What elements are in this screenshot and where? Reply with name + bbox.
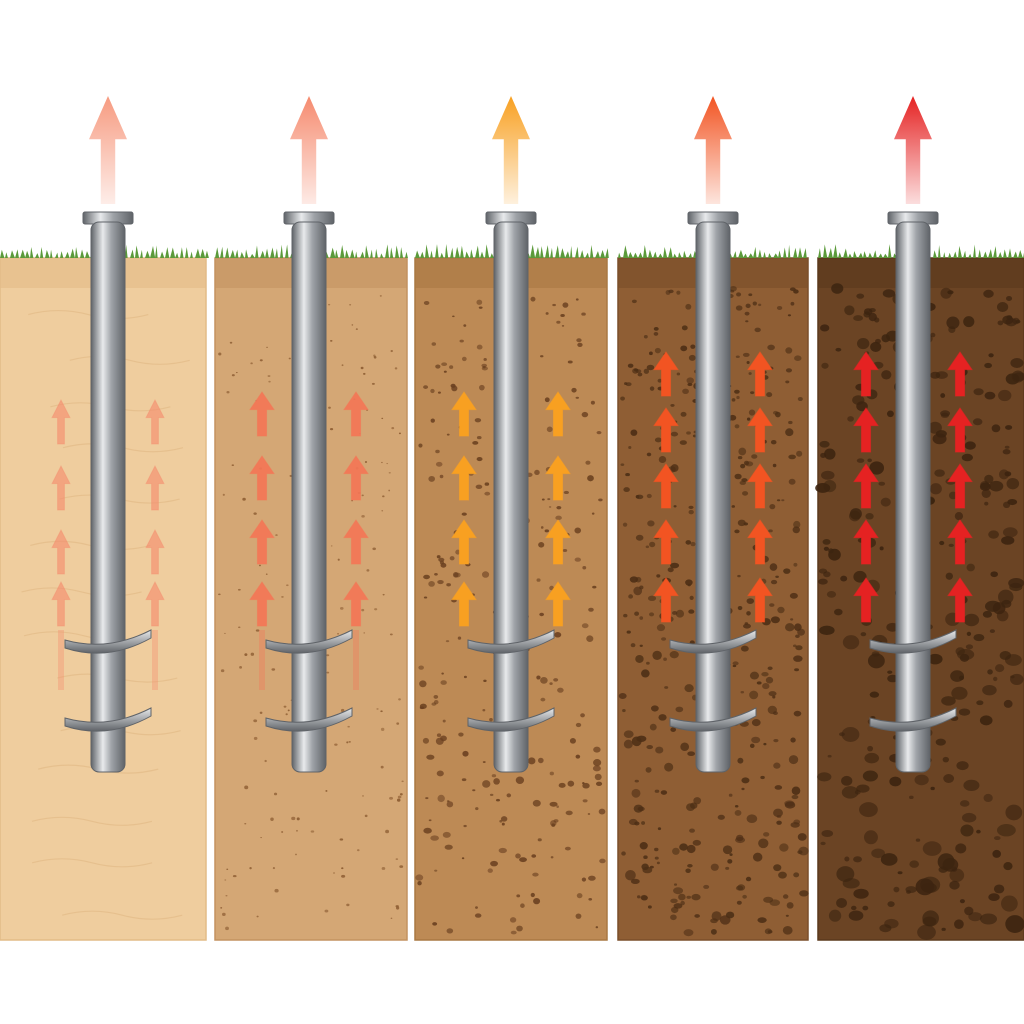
soil-panel-1 bbox=[0, 96, 209, 941]
soil-uplift-arrow bbox=[545, 391, 571, 437]
pile-uplift-arrow bbox=[894, 96, 932, 204]
soil-panels bbox=[0, 96, 1024, 941]
soil-uplift-arrow bbox=[947, 351, 973, 397]
soil-uplift-arrow bbox=[249, 581, 275, 627]
soil-uplift-arrow bbox=[145, 398, 165, 445]
helical-pile bbox=[669, 211, 757, 773]
soil-uplift-arrow bbox=[747, 351, 773, 397]
soil-uplift-arrow bbox=[653, 577, 679, 623]
soil-uplift-arrow bbox=[249, 455, 275, 501]
helical-pile bbox=[467, 211, 555, 773]
soil-uplift-arrow bbox=[747, 519, 773, 565]
pile-uplift-arrow bbox=[89, 96, 127, 204]
helical-pile bbox=[64, 211, 152, 773]
soil-uplift-arrow bbox=[853, 351, 879, 397]
soil-uplift-arrow bbox=[343, 581, 369, 627]
soil-uplift-arrow bbox=[51, 464, 71, 511]
helix-plate bbox=[669, 629, 757, 654]
soil-uplift-arrow bbox=[51, 580, 71, 627]
soil-panel-4 bbox=[617, 96, 809, 941]
pile-uplift-arrow bbox=[290, 96, 328, 204]
soil-uplift-arrow bbox=[545, 455, 571, 501]
soil-uplift-arrow bbox=[451, 519, 477, 565]
helix-plate bbox=[64, 629, 152, 654]
pile-shaft bbox=[291, 221, 327, 773]
soil-texture bbox=[415, 287, 606, 935]
helix-plate bbox=[64, 707, 152, 732]
soil-uplift-arrow bbox=[343, 455, 369, 501]
soil-uplift-arrow bbox=[747, 463, 773, 509]
soil-uplift-arrow bbox=[145, 464, 165, 511]
helix-plate bbox=[265, 629, 353, 654]
soil-uplift-arrow bbox=[653, 407, 679, 453]
helix-plate bbox=[869, 707, 957, 732]
soil-uplift-arrow bbox=[545, 581, 571, 627]
helical-pile bbox=[265, 211, 353, 773]
soil-uplift-arrow bbox=[343, 519, 369, 565]
pile-shaft bbox=[90, 221, 126, 773]
soil-uplift-arrow bbox=[653, 351, 679, 397]
soil-panel-3 bbox=[414, 96, 609, 941]
pile-shaft bbox=[493, 221, 529, 773]
soil-uplift-arrow bbox=[653, 519, 679, 565]
arrow-trail bbox=[152, 630, 158, 690]
arrow-trail bbox=[58, 630, 64, 690]
soil-uplift-arrow bbox=[853, 577, 879, 623]
soil-uplift-arrow bbox=[51, 528, 71, 575]
arrow-trail bbox=[353, 630, 359, 690]
soil-uplift-arrow bbox=[451, 391, 477, 437]
soil-uplift-arrow bbox=[947, 577, 973, 623]
soil-uplift-arrow bbox=[249, 391, 275, 437]
soil-uplift-arrow bbox=[853, 407, 879, 453]
soil-uplift-arrow bbox=[451, 581, 477, 627]
soil-uplift-arrow bbox=[947, 407, 973, 453]
soil-panel-5 bbox=[815, 96, 1024, 941]
soil-uplift-arrow bbox=[853, 519, 879, 565]
helix-plate bbox=[265, 707, 353, 732]
helical-pile bbox=[869, 211, 957, 773]
soil-uplift-arrow bbox=[545, 519, 571, 565]
helix-plate bbox=[467, 629, 555, 654]
soil-uplift-arrow bbox=[747, 407, 773, 453]
soil-uplift-arrow bbox=[145, 528, 165, 575]
helix-plate bbox=[467, 707, 555, 732]
pile-shaft bbox=[895, 221, 931, 773]
pile-uplift-arrow bbox=[694, 96, 732, 204]
soil-uplift-arrow bbox=[853, 463, 879, 509]
soil-uplift-arrow bbox=[947, 519, 973, 565]
soil-uplift-arrow bbox=[451, 455, 477, 501]
soil-uplift-arrow bbox=[51, 398, 71, 445]
soil-uplift-arrow bbox=[145, 580, 165, 627]
soil-uplift-arrow bbox=[747, 577, 773, 623]
soil-uplift-arrow bbox=[947, 463, 973, 509]
pile-shaft bbox=[695, 221, 731, 773]
helix-plate bbox=[669, 707, 757, 732]
arrow-trail bbox=[259, 630, 265, 690]
soil-uplift-arrow bbox=[343, 391, 369, 437]
soil-uplift-arrow bbox=[249, 519, 275, 565]
pile-uplift-arrow bbox=[492, 96, 530, 204]
helix-plate bbox=[869, 629, 957, 654]
soil-uplift-arrow bbox=[653, 463, 679, 509]
soil-panel-2 bbox=[214, 96, 408, 941]
